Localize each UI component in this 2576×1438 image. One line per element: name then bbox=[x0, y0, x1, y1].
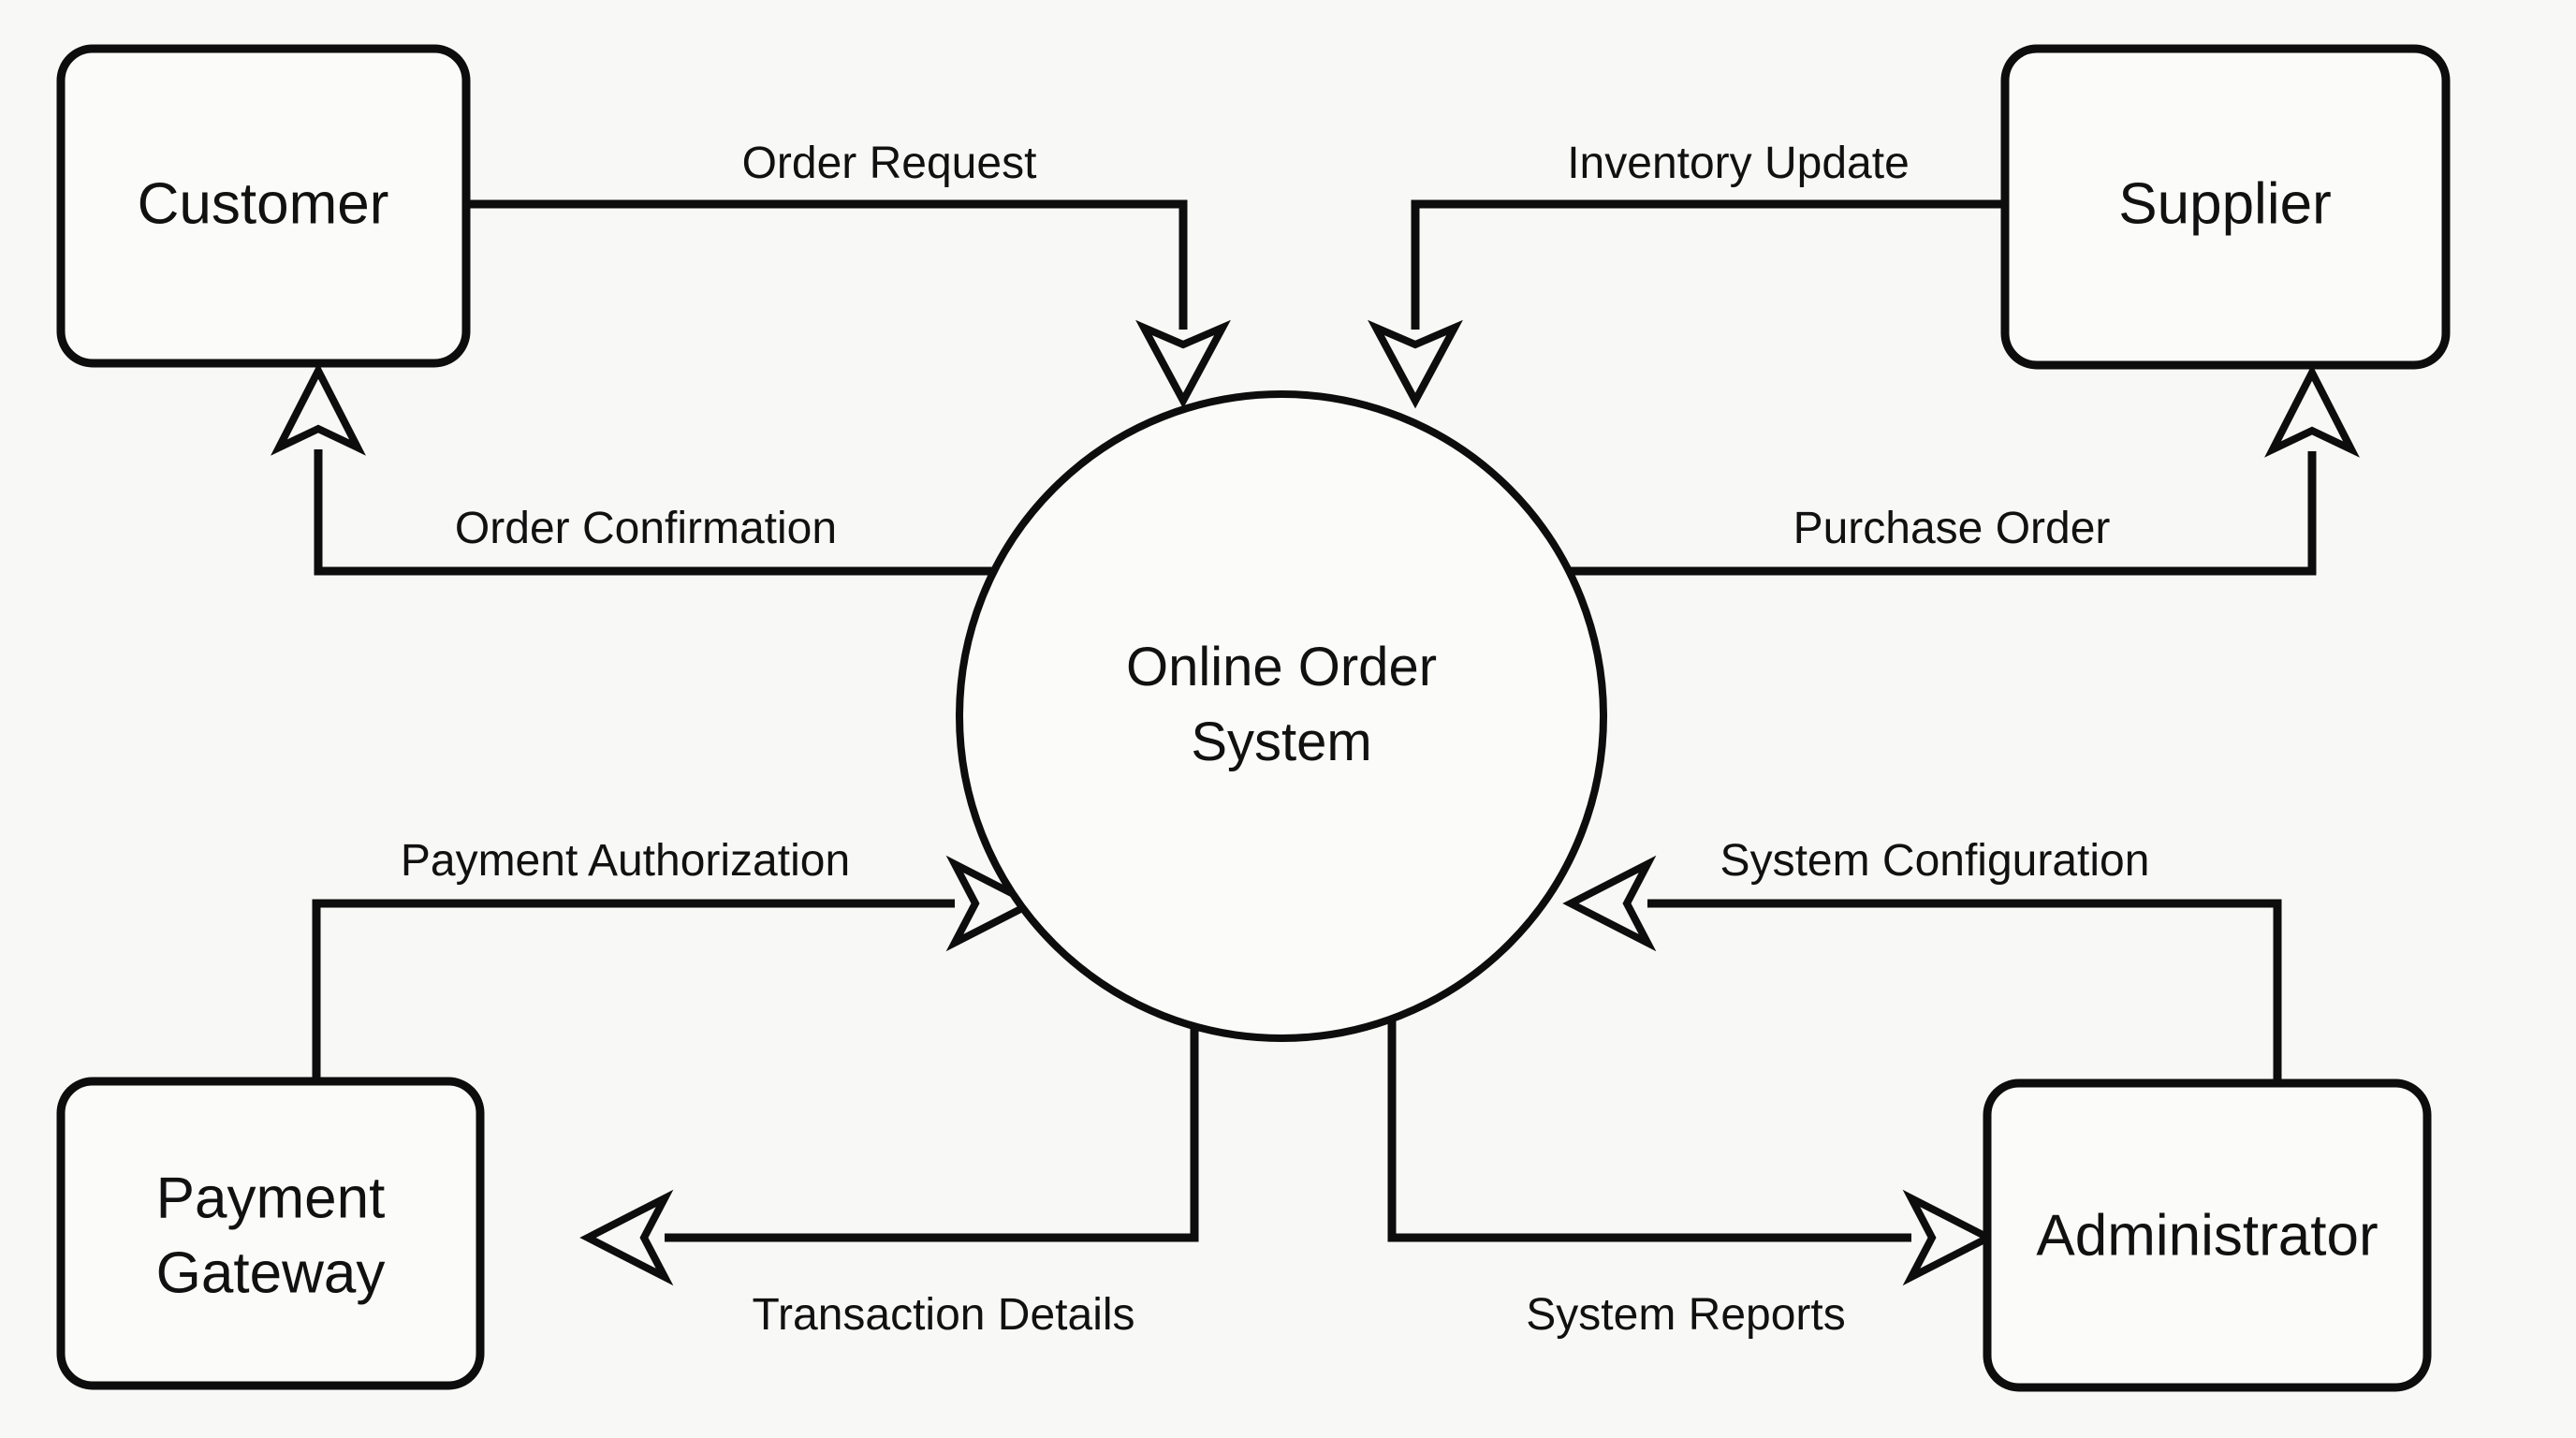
entity-payment-gateway[interactable]: Payment Gateway bbox=[56, 1077, 485, 1390]
flow-inventory-update-arrowhead bbox=[1368, 319, 1463, 409]
flow-system-reports[interactable]: System Reports bbox=[1387, 1007, 1997, 1340]
entity-customer-label: Customer bbox=[138, 171, 389, 236]
entity-payment-gateway-label-line1: Payment bbox=[156, 1166, 386, 1230]
flow-order-confirmation-arrowhead bbox=[271, 362, 366, 456]
flow-order-request-arrowhead bbox=[1135, 319, 1231, 409]
entity-administrator-label: Administrator bbox=[2036, 1203, 2378, 1268]
entity-payment-gateway-shape bbox=[56, 1077, 485, 1390]
flow-system-reports-line bbox=[1387, 1007, 1911, 1242]
flow-transaction-details-line bbox=[665, 1007, 1199, 1242]
flow-system-reports-arrowhead bbox=[1902, 1189, 1997, 1286]
flow-payment-authorization-label: Payment Authorization bbox=[401, 836, 850, 886]
process-online-order-system[interactable]: Online Order System bbox=[956, 390, 1607, 1042]
entity-payment-gateway-label-line2: Gateway bbox=[156, 1240, 386, 1305]
entity-supplier-label: Supplier bbox=[2118, 171, 2331, 236]
process-label-line1: Online Order bbox=[1126, 637, 1437, 697]
flow-payment-authorization-line bbox=[312, 899, 955, 1081]
entity-supplier-shape bbox=[2000, 44, 2451, 370]
entity-administrator-shape bbox=[1983, 1078, 2432, 1392]
flow-transaction-details-arrowhead bbox=[579, 1189, 674, 1286]
flow-system-configuration[interactable]: System Configuration bbox=[1562, 836, 2282, 1083]
entity-administrator[interactable]: Administrator bbox=[1983, 1078, 2432, 1392]
flow-transaction-details-label: Transaction Details bbox=[752, 1290, 1134, 1340]
flow-payment-authorization-arrowhead bbox=[945, 855, 1040, 952]
flow-order-confirmation-line bbox=[314, 449, 1019, 576]
flow-purchase-order-line bbox=[1543, 451, 2317, 576]
flow-order-request-line bbox=[466, 199, 1188, 330]
flow-inventory-update-line bbox=[1411, 199, 2005, 330]
process-label-line2: System bbox=[1191, 712, 1371, 772]
flow-purchase-order[interactable]: Purchase Order bbox=[1543, 364, 2360, 576]
entity-customer[interactable]: Customer bbox=[56, 44, 471, 368]
flow-system-configuration-arrowhead bbox=[1562, 855, 1657, 952]
flow-purchase-order-label: Purchase Order bbox=[1793, 504, 2111, 553]
flow-inventory-update-label: Inventory Update bbox=[1567, 139, 1910, 188]
flow-order-request[interactable]: Order Request bbox=[466, 139, 1231, 409]
flow-order-request-label: Order Request bbox=[742, 139, 1037, 188]
flow-order-confirmation[interactable]: Order Confirmation bbox=[271, 362, 1019, 576]
flow-order-confirmation-label: Order Confirmation bbox=[455, 504, 837, 553]
entity-supplier[interactable]: Supplier bbox=[2000, 44, 2451, 370]
flow-system-configuration-label: System Configuration bbox=[1720, 836, 2150, 886]
flow-transaction-details[interactable]: Transaction Details bbox=[579, 1007, 1199, 1340]
flow-system-reports-label: System Reports bbox=[1526, 1290, 1845, 1340]
process-online-order-system-shape bbox=[956, 390, 1607, 1042]
flow-inventory-update[interactable]: Inventory Update bbox=[1368, 139, 2005, 409]
flow-purchase-order-arrowhead bbox=[2264, 364, 2360, 458]
flow-system-configuration-line bbox=[1647, 899, 2282, 1083]
entity-customer-shape bbox=[56, 44, 471, 368]
flow-payment-authorization[interactable]: Payment Authorization bbox=[312, 836, 1040, 1081]
